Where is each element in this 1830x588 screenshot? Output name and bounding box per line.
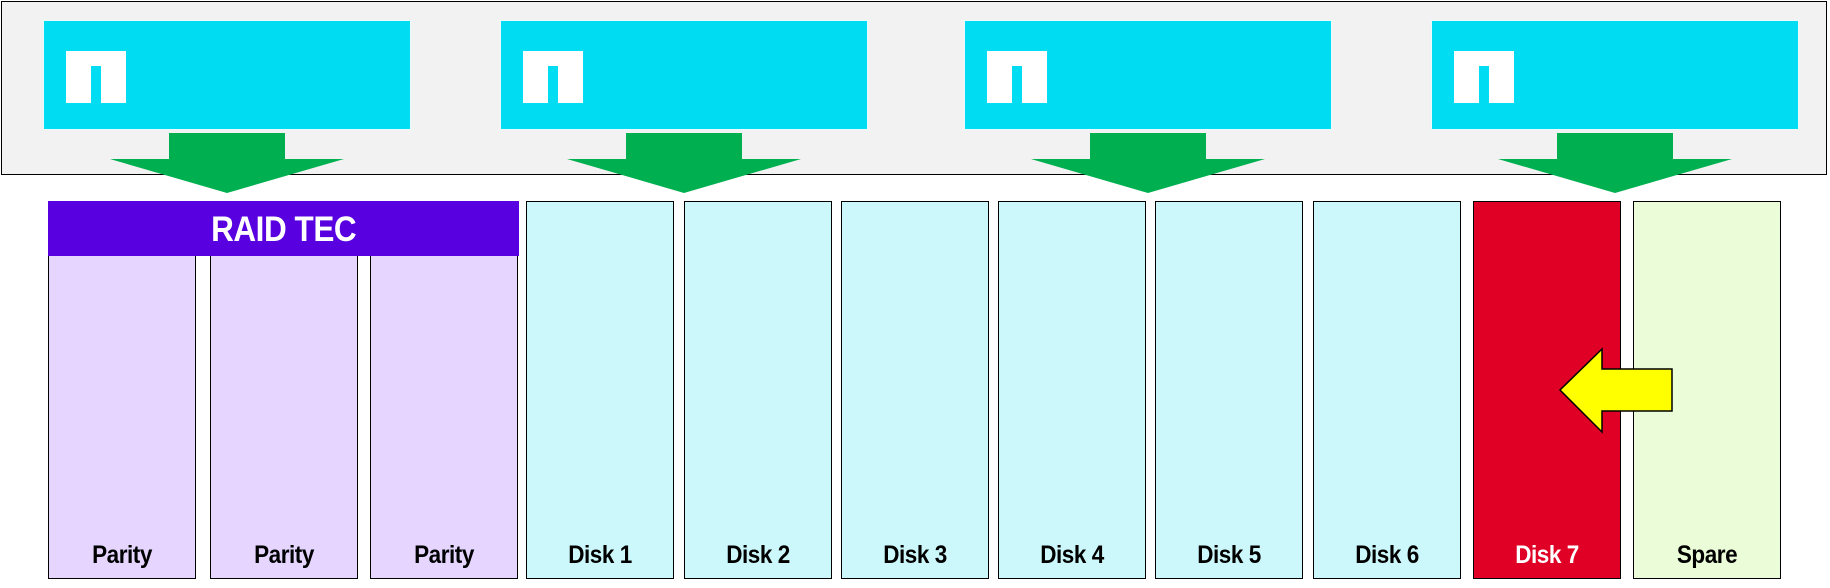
- parity-disk: Parity: [210, 201, 358, 579]
- disk-label: Disk 5: [1197, 541, 1261, 569]
- data-disk-3: Disk 3: [841, 201, 989, 579]
- left-arrow-icon: [1558, 347, 1673, 434]
- controller-node: [43, 20, 411, 130]
- data-disk-1: Disk 1: [526, 201, 674, 579]
- disk-label: Parity: [414, 541, 474, 569]
- parity-disk: Parity: [48, 201, 196, 579]
- data-disk-2: Disk 2: [684, 201, 832, 579]
- raid-tec-title: RAID TEC: [210, 210, 357, 249]
- disk-label: Parity: [254, 541, 314, 569]
- disk-label: Parity: [92, 541, 152, 569]
- controller-node: [964, 20, 1332, 130]
- disk-label: Disk 4: [1040, 541, 1104, 569]
- data-disk-6: Disk 6: [1313, 201, 1461, 579]
- netapp-logo-icon: [523, 51, 583, 103]
- raid-tec-header: RAID TEC: [48, 201, 519, 256]
- netapp-logo-icon: [66, 51, 126, 103]
- down-arrow-icon: [1498, 133, 1732, 193]
- controller-node: [1431, 20, 1799, 130]
- disk-label: Disk 3: [883, 541, 947, 569]
- data-disk-4: Disk 4: [998, 201, 1146, 579]
- disk-label: Spare: [1676, 541, 1738, 569]
- controller-node: [500, 20, 868, 130]
- netapp-logo-icon: [1454, 51, 1514, 103]
- data-disk-5: Disk 5: [1155, 201, 1303, 579]
- netapp-logo-icon: [987, 51, 1047, 103]
- disk-label: Disk 1: [568, 541, 632, 569]
- down-arrow-icon: [567, 133, 801, 193]
- down-arrow-icon: [110, 133, 344, 193]
- disk-label: Disk 2: [726, 541, 790, 569]
- disk-label: Disk 6: [1355, 541, 1419, 569]
- disk-label: Disk 7: [1515, 541, 1579, 569]
- down-arrow-icon: [1031, 133, 1265, 193]
